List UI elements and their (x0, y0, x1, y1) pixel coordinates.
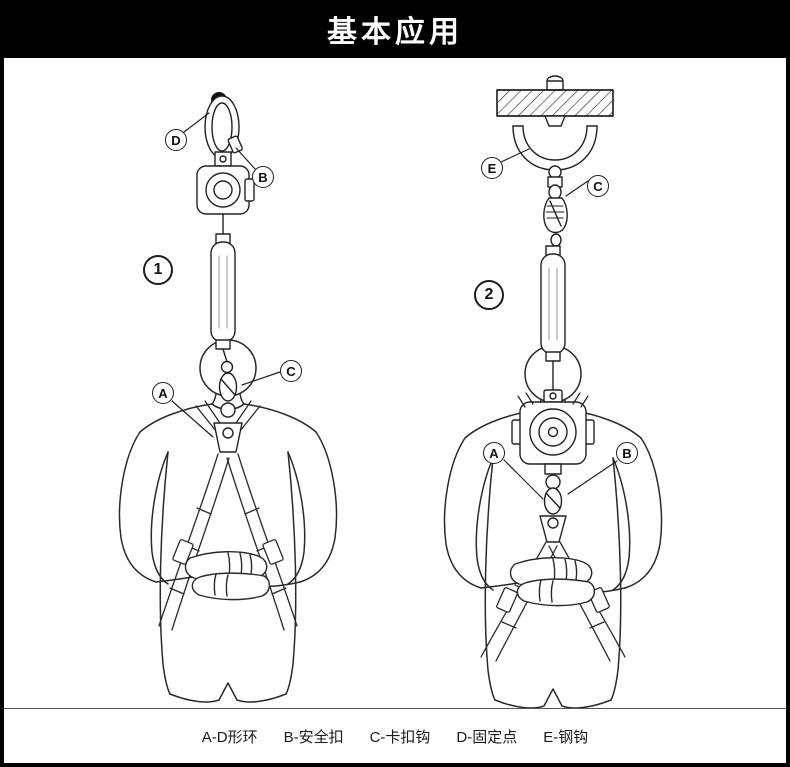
snap-hook (218, 360, 238, 402)
dorsal-ring (213, 402, 243, 453)
leader-lines-1 (171, 112, 281, 438)
dorsal-connection-2 (539, 474, 567, 543)
callout-b2: B (616, 442, 638, 464)
figure-1-number: 1 (143, 255, 173, 285)
figure-1 (118, 92, 338, 703)
page-title: 基本应用 (327, 16, 463, 49)
figure-2 (443, 75, 663, 709)
legend-item-d: D-固定点 (456, 728, 518, 746)
steel-hook (512, 125, 598, 171)
legend-bar: A-D形环 B-安全扣 C-卡扣钩 D-固定点 E-钢钩 (4, 708, 786, 763)
gear-chain-1 (196, 92, 255, 453)
ceiling-anchor (496, 75, 614, 188)
callout-d: D (165, 129, 187, 151)
swivel-connector (196, 151, 255, 215)
callout-a2: A (483, 442, 505, 464)
leader-lines-2 (500, 148, 618, 500)
callout-c1: C (280, 360, 302, 382)
legend-item-a: A-D形环 (201, 728, 258, 746)
title-bar: 基本应用 (0, 0, 790, 58)
callout-a1: A (152, 382, 174, 404)
callout-b1: B (252, 166, 274, 188)
figure-2-number: 2 (474, 280, 504, 310)
legend-item-e: E-钢钩 (543, 728, 589, 746)
snap-hook-2 (543, 184, 568, 247)
gear-chain-2 (540, 184, 568, 393)
legend-item-c: C-卡扣钩 (369, 728, 431, 746)
callout-e: E (481, 157, 503, 179)
callout-c2: C (587, 175, 609, 197)
legend-item-b: B-安全扣 (283, 728, 344, 746)
retractable-device (511, 389, 595, 475)
